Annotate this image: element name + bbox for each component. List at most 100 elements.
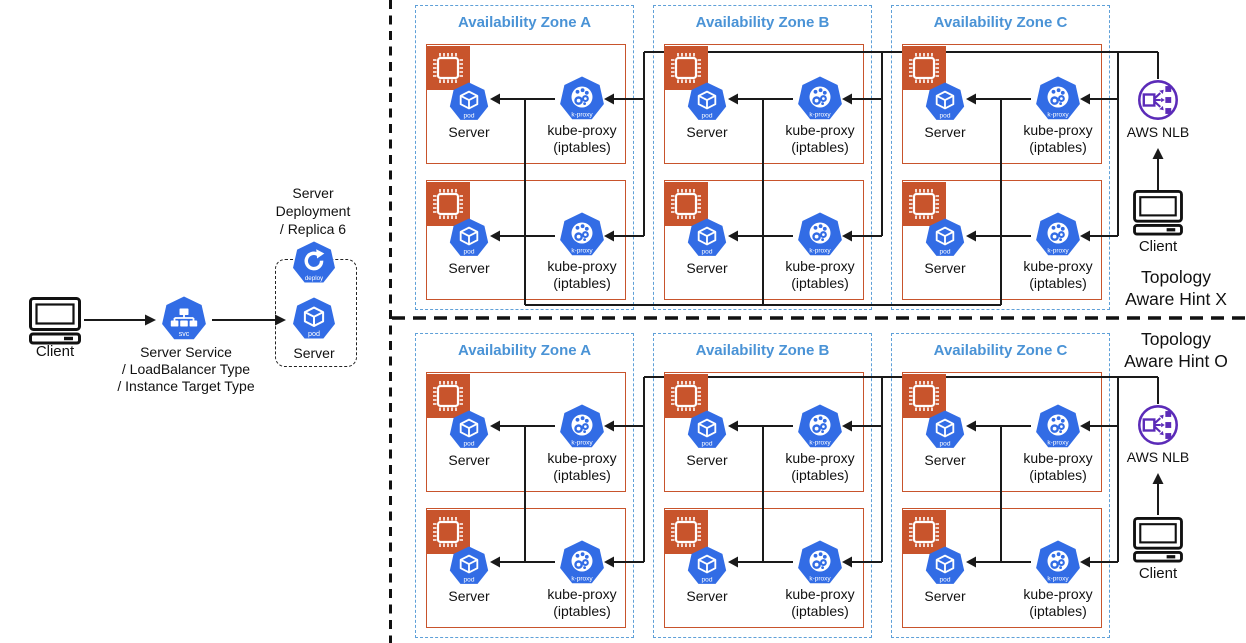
client-icon <box>1133 517 1183 563</box>
kube-proxy-label: kube-proxy (iptables) <box>528 122 636 156</box>
kube-proxy-label: kube-proxy (iptables) <box>766 258 874 292</box>
kube-proxy-label-line1: kube-proxy <box>1023 122 1093 138</box>
kube-proxy-label-line1: kube-proxy <box>547 450 617 466</box>
kube-proxy-label: kube-proxy (iptables) <box>1004 258 1112 292</box>
pod-label: Server <box>924 124 966 140</box>
pod-label: Server <box>686 124 728 140</box>
availability-zone: Availability Zone C Server kube-proxy (i… <box>891 5 1110 310</box>
pod-icon <box>924 410 966 452</box>
kube-proxy-label-line2: (iptables) <box>553 139 611 155</box>
pod-label: Server <box>686 588 728 604</box>
kube-proxy-label-line1: kube-proxy <box>1023 586 1093 602</box>
aws-nlb-label: AWS NLB <box>1126 449 1190 465</box>
node-box: Server kube-proxy (iptables) <box>426 508 626 628</box>
kube-proxy-label-line1: kube-proxy <box>785 450 855 466</box>
client-icon <box>1133 190 1183 236</box>
kube-proxy-icon <box>1034 212 1082 260</box>
kube-proxy-label: kube-proxy (iptables) <box>528 258 636 292</box>
kube-proxy-icon <box>558 212 606 260</box>
topology-hint-o-label: Topology Aware Hint O <box>1124 329 1228 371</box>
kube-proxy-label-line1: kube-proxy <box>785 122 855 138</box>
pod-label: Server <box>686 260 728 276</box>
aws-nlb-icon <box>1136 403 1180 447</box>
pod-icon <box>924 218 966 260</box>
pod-icon <box>448 218 490 260</box>
kube-proxy-icon <box>796 404 844 452</box>
client-icon <box>29 297 81 345</box>
kube-proxy-label-line2: (iptables) <box>553 275 611 291</box>
service-label: Server Service / LoadBalancer Type / Ins… <box>117 344 255 394</box>
pod-icon <box>686 82 728 124</box>
kube-proxy-label-line2: (iptables) <box>1029 467 1087 483</box>
node-box: Server kube-proxy (iptables) <box>902 372 1102 492</box>
pod-icon <box>448 546 490 588</box>
kube-proxy-label: kube-proxy (iptables) <box>766 586 874 620</box>
client-label: Client <box>35 343 75 360</box>
kube-proxy-label-line1: kube-proxy <box>547 258 617 274</box>
pod-icon <box>686 546 728 588</box>
node-box: Server kube-proxy (iptables) <box>902 44 1102 164</box>
availability-zone: Availability Zone B Server kube-proxy (i… <box>653 333 872 638</box>
kube-proxy-icon <box>796 540 844 588</box>
pod-label: Server <box>924 260 966 276</box>
pod-icon <box>924 546 966 588</box>
deploy-icon <box>291 241 337 287</box>
node-box: Server kube-proxy (iptables) <box>426 44 626 164</box>
kube-proxy-label: kube-proxy (iptables) <box>1004 450 1112 484</box>
kube-proxy-icon <box>558 76 606 124</box>
kube-proxy-icon <box>1034 540 1082 588</box>
service-icon <box>160 296 208 344</box>
kube-proxy-label-line2: (iptables) <box>1029 603 1087 619</box>
availability-zone: Availability Zone A Server kube-proxy (i… <box>415 333 634 638</box>
zone-title: Availability Zone A <box>457 14 592 31</box>
pod-icon <box>448 82 490 124</box>
deployment-pod-label: Server <box>293 345 335 361</box>
deployment-pod-icon <box>291 297 337 343</box>
kube-proxy-icon <box>796 212 844 260</box>
node-box: Server kube-proxy (iptables) <box>902 508 1102 628</box>
zone-title: Availability Zone B <box>695 342 830 359</box>
kube-proxy-label-line1: kube-proxy <box>785 258 855 274</box>
kube-proxy-icon <box>558 404 606 452</box>
kube-proxy-label-line2: (iptables) <box>791 275 849 291</box>
kube-proxy-label-line1: kube-proxy <box>785 586 855 602</box>
deployment-title: Server Deployment / Replica 6 <box>275 185 351 237</box>
node-box: Server kube-proxy (iptables) <box>664 180 864 300</box>
pod-icon <box>686 410 728 452</box>
node-box: Server kube-proxy (iptables) <box>426 180 626 300</box>
kube-proxy-label-line2: (iptables) <box>791 467 849 483</box>
kube-proxy-label: kube-proxy (iptables) <box>1004 122 1112 156</box>
client-label: Client <box>1138 565 1178 582</box>
kube-proxy-label-line2: (iptables) <box>791 603 849 619</box>
pod-label: Server <box>448 260 490 276</box>
kube-proxy-label-line2: (iptables) <box>1029 275 1087 291</box>
topology-hint-x-label: Topology Aware Hint X <box>1125 267 1227 309</box>
kube-proxy-label: kube-proxy (iptables) <box>766 122 874 156</box>
zone-title: Availability Zone B <box>695 14 830 31</box>
node-box: Server kube-proxy (iptables) <box>664 508 864 628</box>
kube-proxy-label-line2: (iptables) <box>553 467 611 483</box>
pod-icon <box>448 410 490 452</box>
kube-proxy-label: kube-proxy (iptables) <box>528 450 636 484</box>
pod-label: Server <box>448 588 490 604</box>
kube-proxy-label: kube-proxy (iptables) <box>528 586 636 620</box>
availability-zone: Availability Zone C Server kube-proxy (i… <box>891 333 1110 638</box>
availability-zone: Availability Zone A Server kube-proxy (i… <box>415 5 634 310</box>
pod-label: Server <box>448 124 490 140</box>
pod-label: Server <box>924 588 966 604</box>
pod-label: Server <box>448 452 490 468</box>
kube-proxy-icon <box>1034 76 1082 124</box>
pod-icon <box>924 82 966 124</box>
kube-proxy-label: kube-proxy (iptables) <box>1004 586 1112 620</box>
node-box: Server kube-proxy (iptables) <box>664 44 864 164</box>
kube-proxy-label: kube-proxy (iptables) <box>766 450 874 484</box>
zone-title: Availability Zone A <box>457 342 592 359</box>
zone-title: Availability Zone C <box>933 342 1068 359</box>
kube-proxy-icon <box>558 540 606 588</box>
kube-proxy-icon <box>796 76 844 124</box>
aws-nlb-label: AWS NLB <box>1126 124 1190 140</box>
kube-proxy-icon <box>1034 404 1082 452</box>
pod-icon <box>686 218 728 260</box>
zone-title: Availability Zone C <box>933 14 1068 31</box>
